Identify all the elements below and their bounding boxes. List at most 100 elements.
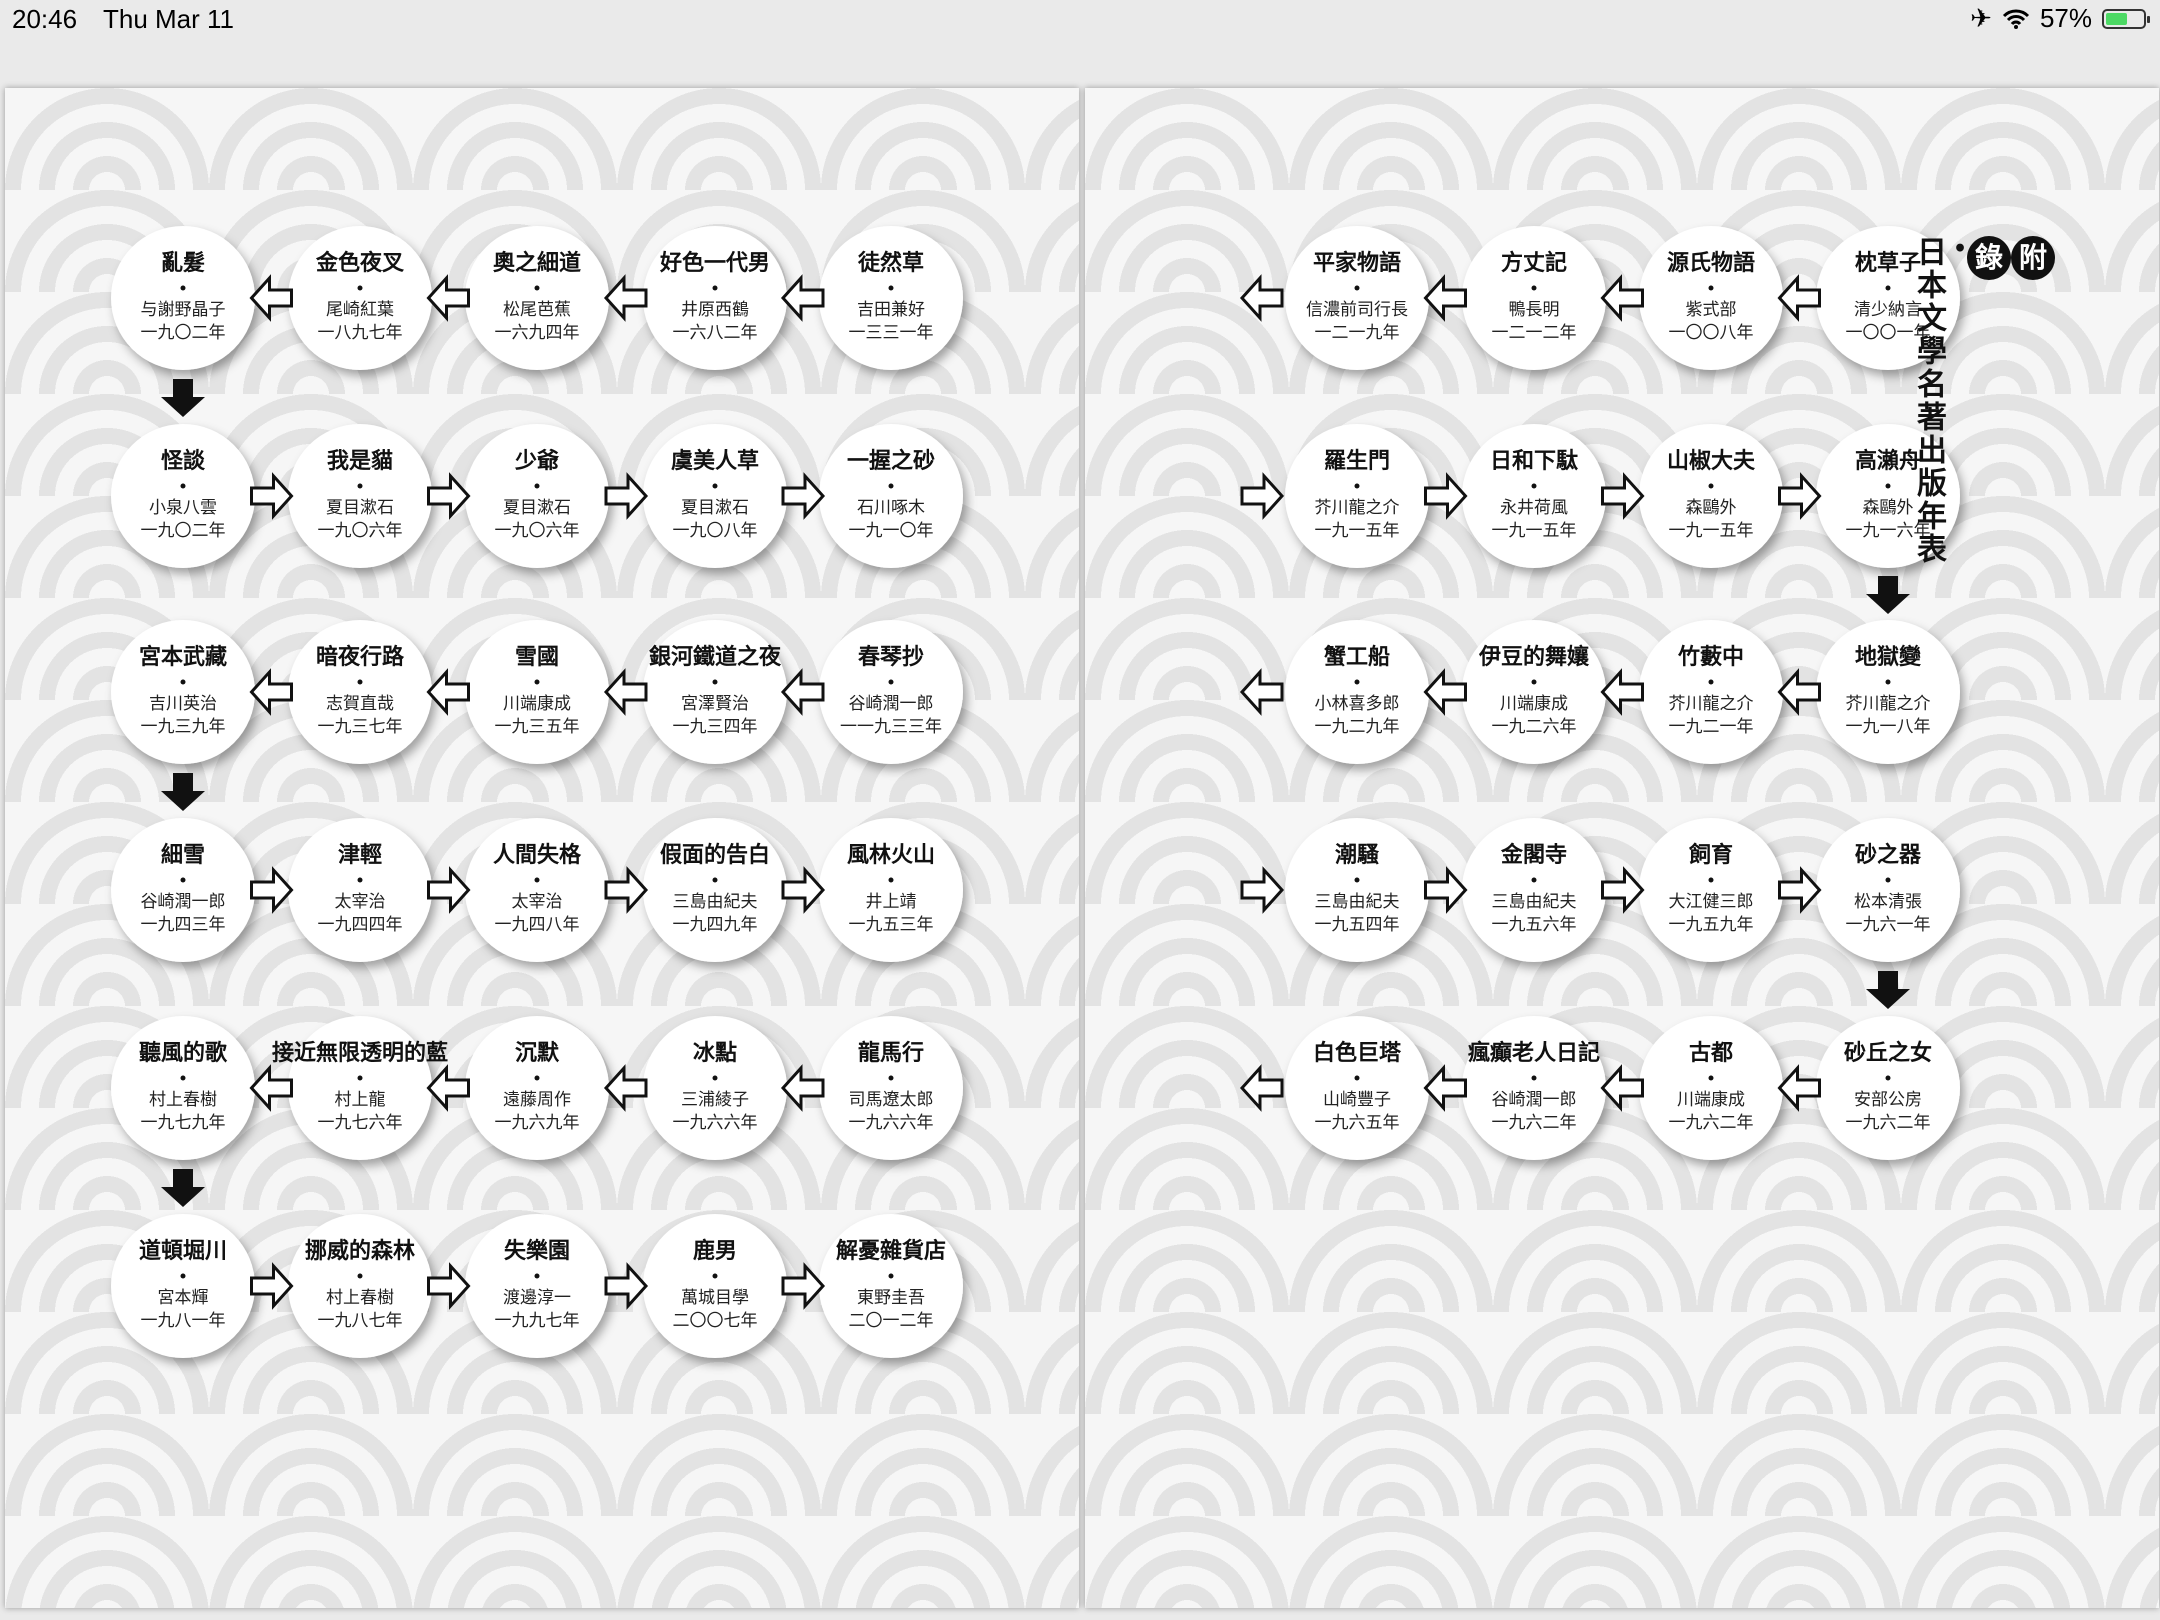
book-circle[interactable] bbox=[643, 424, 787, 568]
book-circle[interactable] bbox=[819, 1016, 963, 1160]
book-circle[interactable] bbox=[465, 620, 609, 764]
book-circle[interactable] bbox=[465, 1214, 609, 1358]
book-circle[interactable] bbox=[1816, 818, 1960, 962]
book-circle[interactable] bbox=[1285, 424, 1429, 568]
book-circle[interactable] bbox=[288, 226, 432, 370]
book-circle[interactable] bbox=[465, 1016, 609, 1160]
book-circle[interactable] bbox=[1639, 226, 1783, 370]
book-circle[interactable] bbox=[111, 424, 255, 568]
book-circle[interactable] bbox=[465, 424, 609, 568]
book-circle[interactable] bbox=[643, 1214, 787, 1358]
book-circle[interactable] bbox=[1816, 226, 1960, 370]
book-circle[interactable] bbox=[111, 1214, 255, 1358]
book-circle[interactable] bbox=[111, 620, 255, 764]
book-circle[interactable] bbox=[1462, 424, 1606, 568]
book-circle[interactable] bbox=[819, 424, 963, 568]
left-page[interactable]: 亂髮与謝野晶子一九〇二年金色夜叉尾崎紅葉一八九七年奧之細道松尾芭蕉一六九四年好色… bbox=[5, 88, 1079, 1608]
book-circle[interactable] bbox=[1285, 818, 1429, 962]
book-circle[interactable] bbox=[1816, 1016, 1960, 1160]
book-circle[interactable] bbox=[288, 1016, 432, 1160]
book-circle[interactable] bbox=[288, 818, 432, 962]
book-circle[interactable] bbox=[111, 226, 255, 370]
book-circle[interactable] bbox=[643, 1016, 787, 1160]
book-circle[interactable] bbox=[819, 818, 963, 962]
book-circle[interactable] bbox=[819, 226, 963, 370]
book-circle[interactable] bbox=[1639, 1016, 1783, 1160]
book-circle[interactable] bbox=[819, 1214, 963, 1358]
book-circle[interactable] bbox=[288, 424, 432, 568]
right-page[interactable]: 平家物語信濃前司行長一二一九年方丈記鴨長明一二一二年源氏物語紫式部一〇〇八年枕草… bbox=[1085, 88, 2159, 1608]
book-circle[interactable] bbox=[111, 1016, 255, 1160]
book-circle[interactable] bbox=[1639, 818, 1783, 962]
book-circle[interactable] bbox=[465, 818, 609, 962]
book-circle[interactable] bbox=[1462, 226, 1606, 370]
book-circle[interactable] bbox=[465, 226, 609, 370]
book-circle[interactable] bbox=[1462, 818, 1606, 962]
book-circle[interactable] bbox=[288, 1214, 432, 1358]
book-circle[interactable] bbox=[1639, 620, 1783, 764]
book-circle[interactable] bbox=[643, 620, 787, 764]
book-circle[interactable] bbox=[1816, 424, 1960, 568]
book-circle[interactable] bbox=[1639, 424, 1783, 568]
book-circle[interactable] bbox=[1285, 1016, 1429, 1160]
book-circle[interactable] bbox=[1285, 226, 1429, 370]
book-circle[interactable] bbox=[1462, 620, 1606, 764]
book-circle[interactable] bbox=[111, 818, 255, 962]
book-circle[interactable] bbox=[643, 226, 787, 370]
book-circle[interactable] bbox=[1816, 620, 1960, 764]
book-circle[interactable] bbox=[288, 620, 432, 764]
book-circle[interactable] bbox=[819, 620, 963, 764]
book-circle[interactable] bbox=[643, 818, 787, 962]
